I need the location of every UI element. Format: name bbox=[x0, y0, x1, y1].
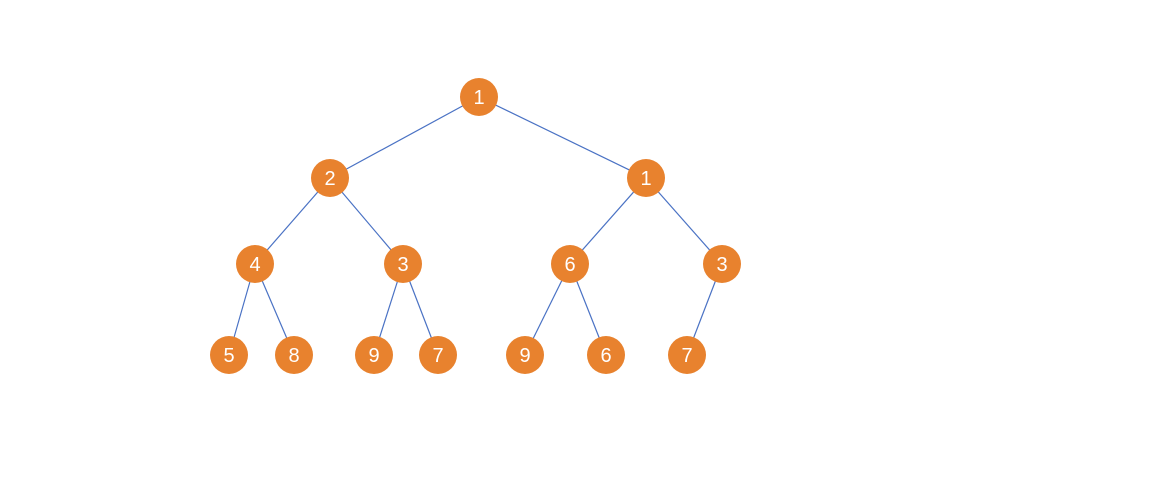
tree-edge bbox=[329, 96, 480, 179]
tree-node-label: 3 bbox=[716, 254, 727, 276]
tree-node-label: 8 bbox=[288, 345, 299, 367]
tree-node-circle[interactable] bbox=[275, 336, 313, 374]
tree-node-label: 5 bbox=[223, 345, 234, 367]
tree-node-circle[interactable] bbox=[460, 78, 498, 116]
tree-node[interactable]: 9 bbox=[355, 336, 393, 374]
tree-node[interactable]: 1 bbox=[460, 78, 498, 116]
tree-node[interactable]: 6 bbox=[551, 245, 589, 283]
tree-node[interactable]: 8 bbox=[275, 336, 313, 374]
tree-node[interactable]: 1 bbox=[627, 159, 665, 197]
tree-node-label: 1 bbox=[473, 87, 484, 109]
tree-node-circle[interactable] bbox=[210, 336, 248, 374]
tree-node[interactable]: 3 bbox=[384, 245, 422, 283]
tree-node-circle[interactable] bbox=[703, 245, 741, 283]
tree-node-label: 4 bbox=[249, 254, 260, 276]
tree-node[interactable]: 3 bbox=[703, 245, 741, 283]
tree-node-circle[interactable] bbox=[384, 245, 422, 283]
tree-node-circle[interactable] bbox=[355, 336, 393, 374]
tree-node[interactable]: 7 bbox=[668, 336, 706, 374]
tree-node-circle[interactable] bbox=[236, 245, 274, 283]
tree-node-circle[interactable] bbox=[668, 336, 706, 374]
tree-edge-layer bbox=[228, 96, 723, 356]
tree-node-label: 9 bbox=[368, 345, 379, 367]
tree-node-circle[interactable] bbox=[419, 336, 457, 374]
tree-edge bbox=[645, 177, 723, 265]
tree-node-label: 3 bbox=[397, 254, 408, 276]
tree-node-label: 9 bbox=[519, 345, 530, 367]
tree-node-layer: 1 2 1 4 3 6 3 5 8 9 7 9 6 7 bbox=[210, 78, 741, 374]
tree-node[interactable]: 9 bbox=[506, 336, 544, 374]
tree-node[interactable]: 6 bbox=[587, 336, 625, 374]
tree-edge bbox=[569, 177, 647, 265]
tree-node-circle[interactable] bbox=[551, 245, 589, 283]
tree-node[interactable]: 7 bbox=[419, 336, 457, 374]
tree-node-circle[interactable] bbox=[311, 159, 349, 197]
tree-node[interactable]: 5 bbox=[210, 336, 248, 374]
tree-node-circle[interactable] bbox=[587, 336, 625, 374]
tree-node-label: 7 bbox=[681, 345, 692, 367]
tree-node-label: 1 bbox=[640, 168, 651, 190]
tree-node[interactable]: 2 bbox=[311, 159, 349, 197]
tree-node-circle[interactable] bbox=[506, 336, 544, 374]
tree-node[interactable]: 4 bbox=[236, 245, 274, 283]
tree-edge bbox=[254, 177, 331, 265]
tree-edge bbox=[478, 96, 647, 179]
tree-node-label: 6 bbox=[600, 345, 611, 367]
tree-node-label: 6 bbox=[564, 254, 575, 276]
tree-node-label: 2 bbox=[324, 168, 335, 190]
tree-node-label: 7 bbox=[432, 345, 443, 367]
tree-node-circle[interactable] bbox=[627, 159, 665, 197]
